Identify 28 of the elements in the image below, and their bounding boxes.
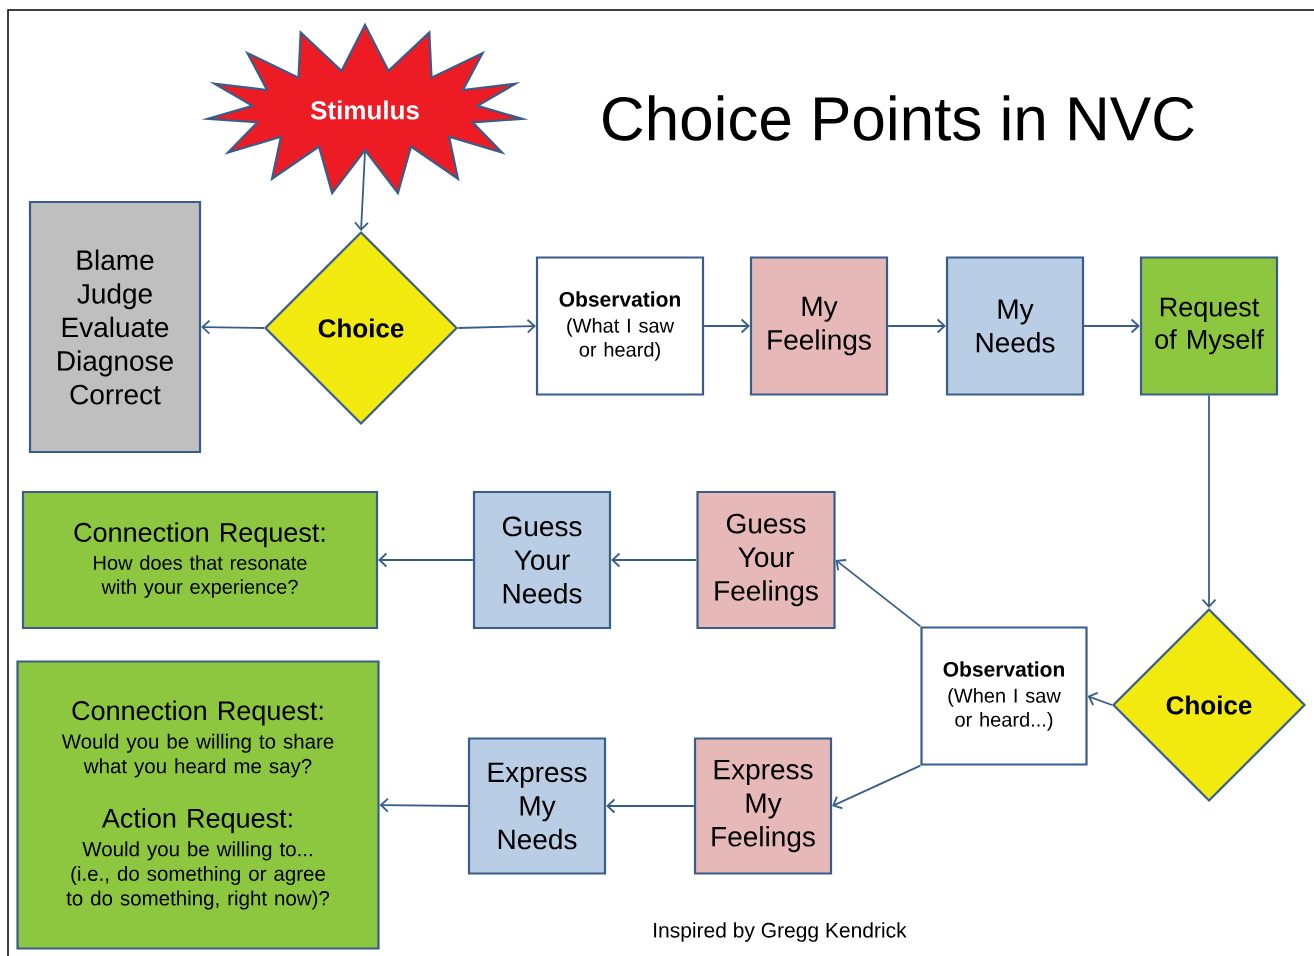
arrow (1083, 318, 1140, 334)
arrow (379, 797, 469, 813)
process-box: My Needs (945, 256, 1085, 396)
arrow (703, 318, 750, 334)
process-box: My Feelings (749, 256, 889, 396)
arrow (1087, 691, 1113, 706)
process-box: Connection Request: Would you be willing to share what you heard me say? Action Request: Would you be willing to... (i.e., do something or agree to do something, right now)? (16, 660, 380, 950)
process-box: Guess Your Needs (472, 490, 612, 630)
arrow (611, 552, 698, 568)
arrow (887, 318, 946, 334)
process-box: Connection Request: How does that resonate with your experience? (21, 490, 379, 630)
process-box: Express My Needs (467, 737, 607, 875)
arrow (457, 318, 536, 334)
arrow (835, 559, 922, 628)
arrow (378, 552, 474, 568)
process-box: Express My Feelings (693, 737, 833, 875)
process-box: Observation (What I saw or heard) (535, 256, 705, 396)
arrow (1201, 394, 1217, 608)
title: Choice Points in NVC (603, 95, 1194, 141)
process-box: Blame Judge Evaluate Diagnose Correct (28, 200, 202, 454)
process-box: Observation (When I saw or heard...) (920, 626, 1088, 766)
arrow (201, 319, 265, 335)
arrow (606, 798, 695, 814)
arrow (832, 764, 922, 810)
process-box: Request of Myself (1139, 256, 1279, 396)
credit-note: Inspired by Gregg Kendrick (654, 922, 907, 942)
arrow (354, 150, 369, 231)
process-box: Guess Your Feelings (696, 490, 836, 630)
